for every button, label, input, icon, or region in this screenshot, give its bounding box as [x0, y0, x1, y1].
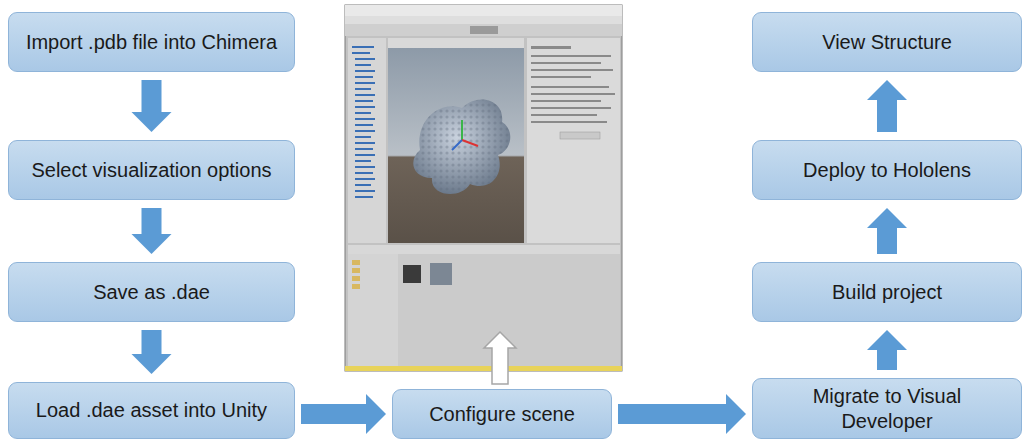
step-label: Import .pdb file into Chimera	[26, 30, 277, 54]
process-box: Configure scene	[392, 389, 612, 439]
step-label: Deploy to Hololens	[803, 158, 971, 182]
step-label: View Structure	[822, 30, 952, 54]
flow-arrow	[132, 208, 172, 254]
process-box: Deploy to Hololens	[752, 140, 1022, 200]
process-box: Save as .dae	[8, 262, 295, 322]
step-label: Migrate to Visual Developer	[767, 384, 1007, 433]
step-label: Save as .dae	[93, 280, 210, 304]
flow-arrow	[867, 80, 907, 132]
process-box: Import .pdb file into Chimera	[8, 12, 295, 72]
flow-arrow	[618, 394, 746, 434]
step-label: Load .dae asset into Unity	[36, 398, 267, 422]
flow-arrow	[132, 330, 172, 374]
flow-arrow	[867, 330, 907, 370]
process-box: View Structure	[752, 12, 1022, 72]
step-label: Select visualization options	[31, 158, 271, 182]
process-box: Load .dae asset into Unity	[8, 382, 295, 439]
step-label: Build project	[832, 280, 942, 304]
flow-arrow	[132, 80, 172, 132]
process-box: Build project	[752, 262, 1022, 322]
flow-arrow	[301, 394, 386, 434]
flow-arrow	[867, 208, 907, 254]
hollow-arrow	[484, 332, 516, 384]
process-box: Select visualization options	[8, 140, 295, 200]
step-label: Configure scene	[429, 402, 575, 426]
process-box: Migrate to Visual Developer	[752, 378, 1022, 439]
